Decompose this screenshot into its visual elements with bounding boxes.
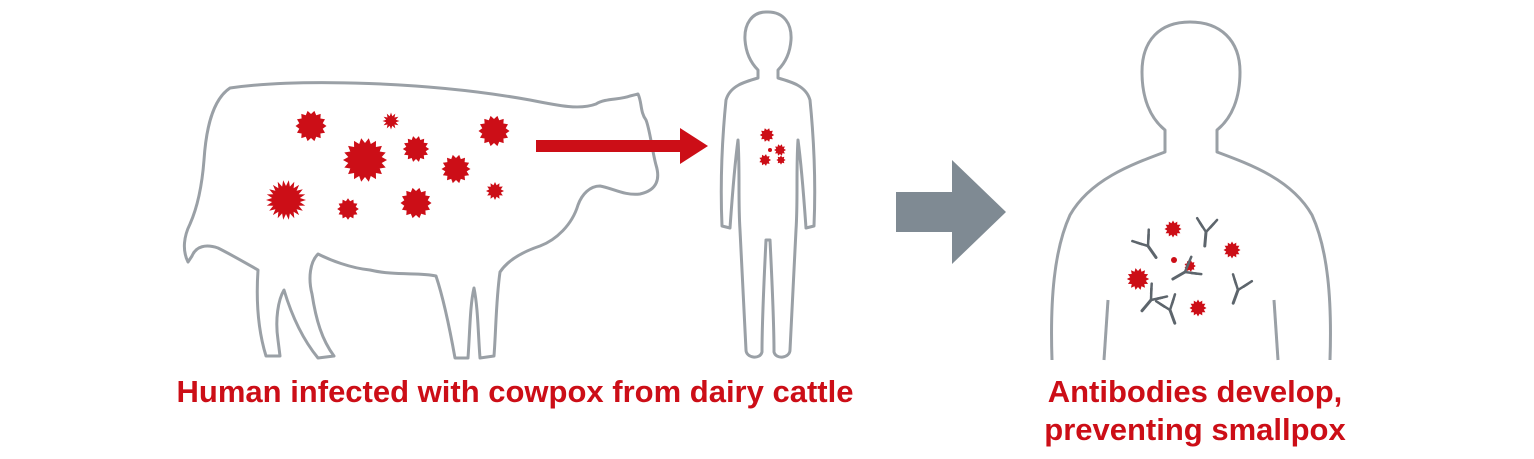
virus-icon (478, 115, 510, 147)
virus-icon (1164, 220, 1182, 238)
antibody-group (1131, 216, 1254, 325)
bust-right-arm-line (1272, 299, 1280, 361)
virus-icon (441, 154, 471, 184)
virus-icon (343, 138, 387, 182)
person-outline (719, 10, 817, 359)
antibody-icon (1195, 216, 1219, 248)
virus-icon (382, 112, 400, 130)
virus-icon (337, 198, 359, 220)
antibody-icon (1171, 255, 1203, 281)
virus-icon (486, 182, 504, 200)
virus-icon (1223, 241, 1241, 259)
virus-icon (1189, 299, 1207, 317)
caption-cowpox-infection: Human infected with cowpox from dairy ca… (176, 374, 854, 409)
virus-icon (400, 187, 432, 219)
antibody-icon (1140, 282, 1169, 313)
red-arrow-icon (536, 128, 708, 164)
virus-icon (1126, 268, 1150, 290)
antibody-icon (1154, 293, 1177, 325)
virus-icon (759, 154, 771, 166)
virus-group (266, 110, 1241, 317)
virus-icon (776, 155, 786, 165)
virus-icon (774, 144, 786, 156)
virus-icon (1171, 257, 1177, 263)
bust-outline (1050, 20, 1332, 361)
caption-antibodies-line2: preventing smallpox (1044, 412, 1346, 447)
virus-icon (768, 148, 772, 152)
virus-icon (759, 128, 775, 142)
caption-antibodies: Antibodies develop, preventing smallpox (1000, 373, 1390, 449)
caption-antibodies-line1: Antibodies develop, (1047, 374, 1343, 409)
bust-left-arm-line (1102, 299, 1110, 361)
cow-outline (182, 81, 660, 360)
antibody-icon (1231, 273, 1254, 305)
antibody-icon (1131, 228, 1158, 259)
virus-icon (402, 136, 430, 162)
virus-icon (295, 110, 327, 142)
gray-arrow-icon (896, 160, 1006, 264)
virus-icon (266, 180, 306, 220)
